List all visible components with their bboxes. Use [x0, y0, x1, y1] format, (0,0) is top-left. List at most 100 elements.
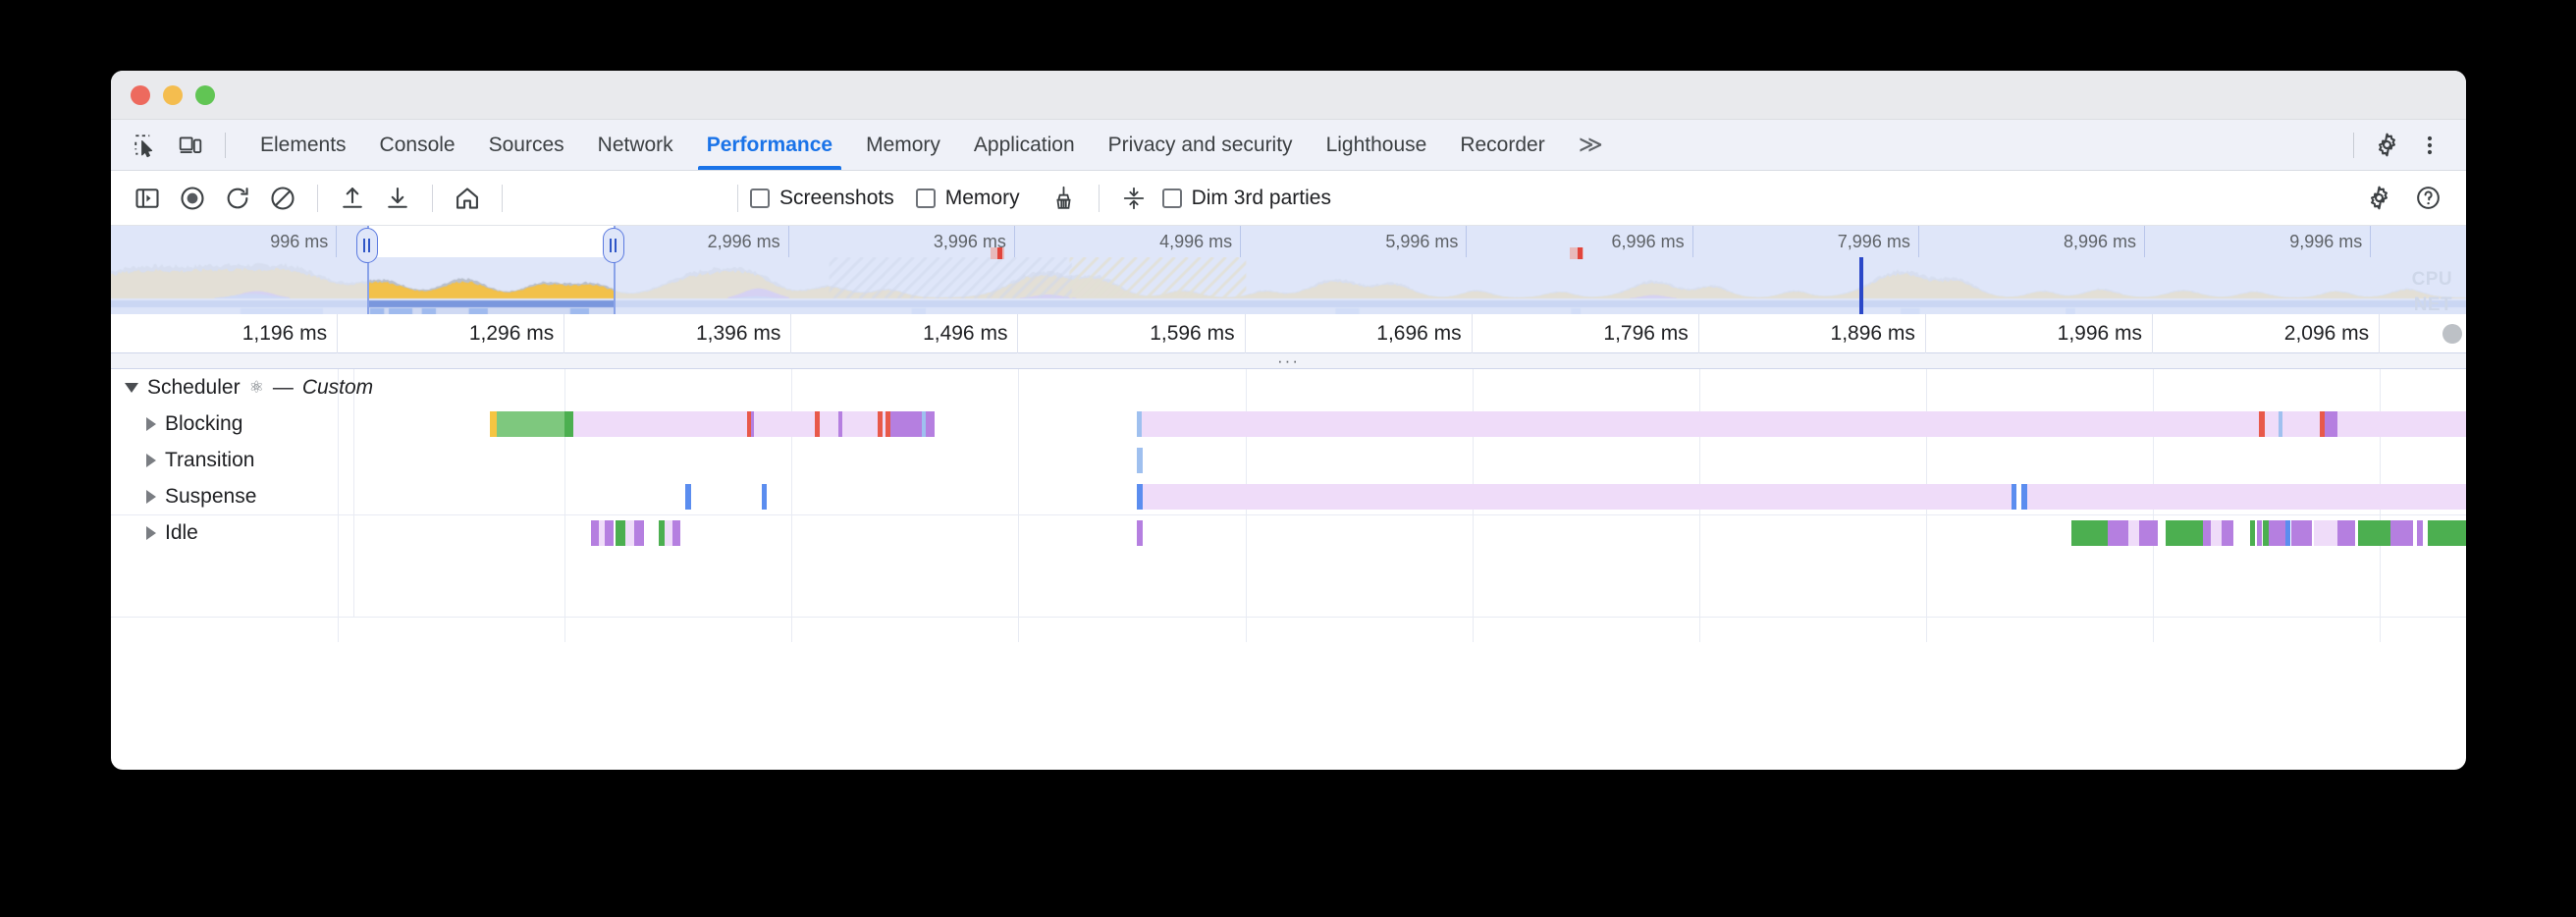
timeline-event-bar[interactable]	[815, 411, 821, 437]
track-events[interactable]	[111, 405, 2466, 442]
more-options-icon[interactable]	[2409, 125, 2450, 166]
broom-icon[interactable]	[1042, 177, 1087, 220]
record-and-reload-button[interactable]	[215, 177, 260, 220]
timeline-event-bar[interactable]	[2128, 520, 2139, 546]
capture-settings-gear-icon[interactable]	[2356, 177, 2401, 220]
load-profile-button[interactable]	[330, 177, 375, 220]
save-profile-button[interactable]	[375, 177, 420, 220]
timeline-event-bar[interactable]	[2336, 411, 2466, 437]
tab-memory[interactable]: Memory	[849, 120, 957, 170]
screenshots-checkbox-box[interactable]	[750, 188, 770, 208]
timeline-event-bar[interactable]	[590, 520, 599, 546]
timeline-event-bar[interactable]	[1137, 484, 1144, 510]
track-label[interactable]: Idle	[111, 514, 198, 551]
timeline-event-bar[interactable]	[842, 411, 878, 437]
memory-checkbox-box[interactable]	[915, 188, 936, 208]
track-events[interactable]	[111, 442, 2466, 478]
timeline-event-bar[interactable]	[921, 411, 927, 437]
chevron-right-icon[interactable]	[146, 416, 156, 431]
tab-console[interactable]: Console	[363, 120, 472, 170]
memory-checkbox[interactable]: Memory	[915, 187, 1020, 210]
tab-sources[interactable]: Sources	[472, 120, 581, 170]
timeline-event-bar[interactable]	[2324, 411, 2337, 437]
timeline-event-bar[interactable]	[2336, 520, 2356, 546]
timeline-event-bar[interactable]	[886, 411, 891, 437]
screenshots-checkbox[interactable]: Screenshots	[750, 187, 894, 210]
timeline-event-bar[interactable]	[2262, 520, 2270, 546]
timeline-event-bar[interactable]	[2250, 520, 2256, 546]
timeline-event-bar[interactable]	[665, 520, 672, 546]
timeline-event-bar[interactable]	[2011, 484, 2017, 510]
timeline-event-bar[interactable]	[2291, 520, 2313, 546]
timeline-event-bar[interactable]	[926, 411, 936, 437]
clear-button[interactable]	[260, 177, 305, 220]
track-suspense[interactable]: Suspense	[111, 478, 2466, 514]
timeline-event-bar[interactable]	[761, 484, 767, 510]
chevron-down-icon[interactable]	[125, 382, 138, 393]
timeline-event-bar[interactable]	[1143, 484, 2012, 510]
timeline-event-bar[interactable]	[877, 411, 883, 437]
more-tabs-button[interactable]: ≫	[1578, 132, 1603, 158]
timeline-event-bar[interactable]	[2427, 520, 2466, 546]
zoom-window-button[interactable]	[195, 84, 215, 105]
timeline-event-bar[interactable]	[2202, 520, 2212, 546]
inspect-element-icon[interactable]	[125, 125, 166, 166]
timeline-event-bar[interactable]	[685, 484, 691, 510]
dim-3rd-parties-checkbox-box[interactable]	[1161, 188, 1182, 208]
timeline-event-bar[interactable]	[2314, 520, 2337, 546]
tab-performance[interactable]: Performance	[690, 120, 849, 170]
timeline-event-bar[interactable]	[747, 411, 752, 437]
track-blocking[interactable]: Blocking	[111, 405, 2466, 442]
dim-3rd-parties-checkbox[interactable]: Dim 3rd parties	[1161, 187, 1331, 210]
track-group-scheduler[interactable]: Scheduler⚛—Custom	[111, 369, 2466, 405]
timeline-event-bar[interactable]	[2256, 520, 2262, 546]
timeline-event-bar[interactable]	[2417, 520, 2423, 546]
timeline-event-bar[interactable]	[2269, 520, 2285, 546]
track-group-label[interactable]: Scheduler⚛—Custom	[111, 369, 373, 405]
timeline-event-bar[interactable]	[1137, 411, 1142, 437]
timeline-event-bar[interactable]	[2319, 411, 2325, 437]
timeline-event-bar[interactable]	[2211, 520, 2222, 546]
tab-lighthouse[interactable]: Lighthouse	[1310, 120, 1444, 170]
timeline-event-bar[interactable]	[633, 520, 645, 546]
timeline-event-bar[interactable]	[2138, 520, 2158, 546]
toggle-sidebar-button[interactable]	[125, 177, 170, 220]
timeline-event-bar[interactable]	[2264, 411, 2279, 437]
timeline-event-bar[interactable]	[754, 411, 816, 437]
tab-network[interactable]: Network	[581, 120, 690, 170]
timeline-event-bar[interactable]	[2221, 520, 2234, 546]
timeline-event-bar[interactable]	[2166, 520, 2203, 546]
tab-privacy-and-security[interactable]: Privacy and security	[1092, 120, 1310, 170]
track-events[interactable]	[111, 514, 2466, 551]
pane-resizer[interactable]: ···	[111, 352, 2466, 369]
timeline-event-bar[interactable]	[2108, 520, 2129, 546]
timeline-event-bar[interactable]	[1137, 448, 1143, 473]
tab-elements[interactable]: Elements	[243, 120, 363, 170]
timeline-event-bar[interactable]	[572, 411, 748, 437]
timeline-event-bar[interactable]	[820, 411, 838, 437]
timeline-event-bar[interactable]	[598, 520, 606, 546]
record-button[interactable]	[170, 177, 215, 220]
timeline-event-bar[interactable]	[671, 520, 681, 546]
collapse-tracks-button[interactable]	[1111, 177, 1156, 220]
device-toolbar-icon[interactable]	[170, 125, 211, 166]
overview-graph[interactable]: CPU NET	[111, 257, 2466, 314]
timeline-event-bar[interactable]	[2278, 411, 2283, 437]
timeline-event-bar[interactable]	[496, 411, 565, 437]
home-button[interactable]	[445, 177, 490, 220]
timeline-event-bar[interactable]	[489, 411, 497, 437]
timeline-event-bar[interactable]	[2259, 411, 2265, 437]
chevron-right-icon[interactable]	[146, 489, 156, 504]
timeline-event-bar[interactable]	[2357, 520, 2391, 546]
track-label[interactable]: Blocking	[111, 405, 242, 442]
timeline-event-bar[interactable]	[625, 520, 634, 546]
track-label[interactable]: Transition	[111, 442, 254, 478]
timeline-event-bar[interactable]	[605, 520, 614, 546]
minimize-window-button[interactable]	[163, 84, 183, 105]
timeline-event-bar[interactable]	[2282, 411, 2320, 437]
timeline-event-bar[interactable]	[2027, 484, 2466, 510]
chevron-right-icon[interactable]	[146, 525, 156, 540]
